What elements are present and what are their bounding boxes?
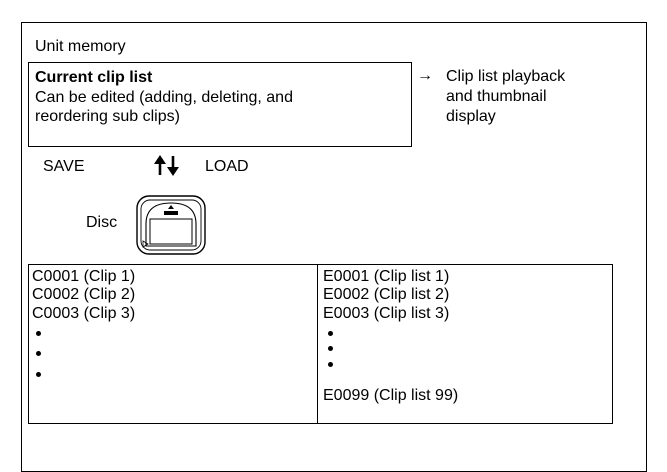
disc-label: Disc [86, 214, 118, 231]
ellipsis-dot [328, 346, 333, 351]
clip-list-item: E0002 (Clip list 2) [323, 286, 450, 303]
clip-list-last-item: E0099 (Clip list 99) [323, 387, 459, 404]
playback-note-line-1: Clip list playback [446, 68, 566, 85]
ellipsis-dot [328, 362, 333, 367]
clip-item: C0001 (Clip 1) [32, 268, 136, 285]
clip-item: C0003 (Clip 3) [32, 305, 136, 322]
ellipsis-dot [36, 331, 41, 336]
clip-list-item: E0003 (Clip list 3) [323, 305, 450, 322]
ellipsis-dot [36, 372, 41, 377]
clip-list-item: E0001 (Clip list 1) [323, 268, 450, 285]
current-clip-list-box: Current clip list Can be edited (adding,… [28, 62, 412, 147]
save-label: SAVE [43, 158, 85, 175]
disc-icon [136, 195, 206, 255]
save-load-arrows-icon [154, 155, 179, 176]
load-label: LOAD [205, 158, 249, 175]
clip-item: C0002 (Clip 2) [32, 286, 136, 303]
ellipsis-dot [36, 351, 41, 356]
playback-note-line-2: and thumbnail [446, 88, 547, 105]
playback-arrow: → [417, 67, 433, 84]
ellipsis-dot [328, 331, 333, 336]
clip-table-divider [317, 264, 318, 424]
playback-note-line-3: display [446, 108, 496, 125]
current-clip-list-desc-2: reordering sub clips) [35, 108, 180, 125]
current-clip-list-title: Current clip list [35, 69, 153, 86]
unit-memory-label: Unit memory [35, 38, 126, 55]
current-clip-list-desc-1: Can be edited (adding, deleting, and [35, 89, 293, 106]
clip-table [28, 264, 613, 424]
